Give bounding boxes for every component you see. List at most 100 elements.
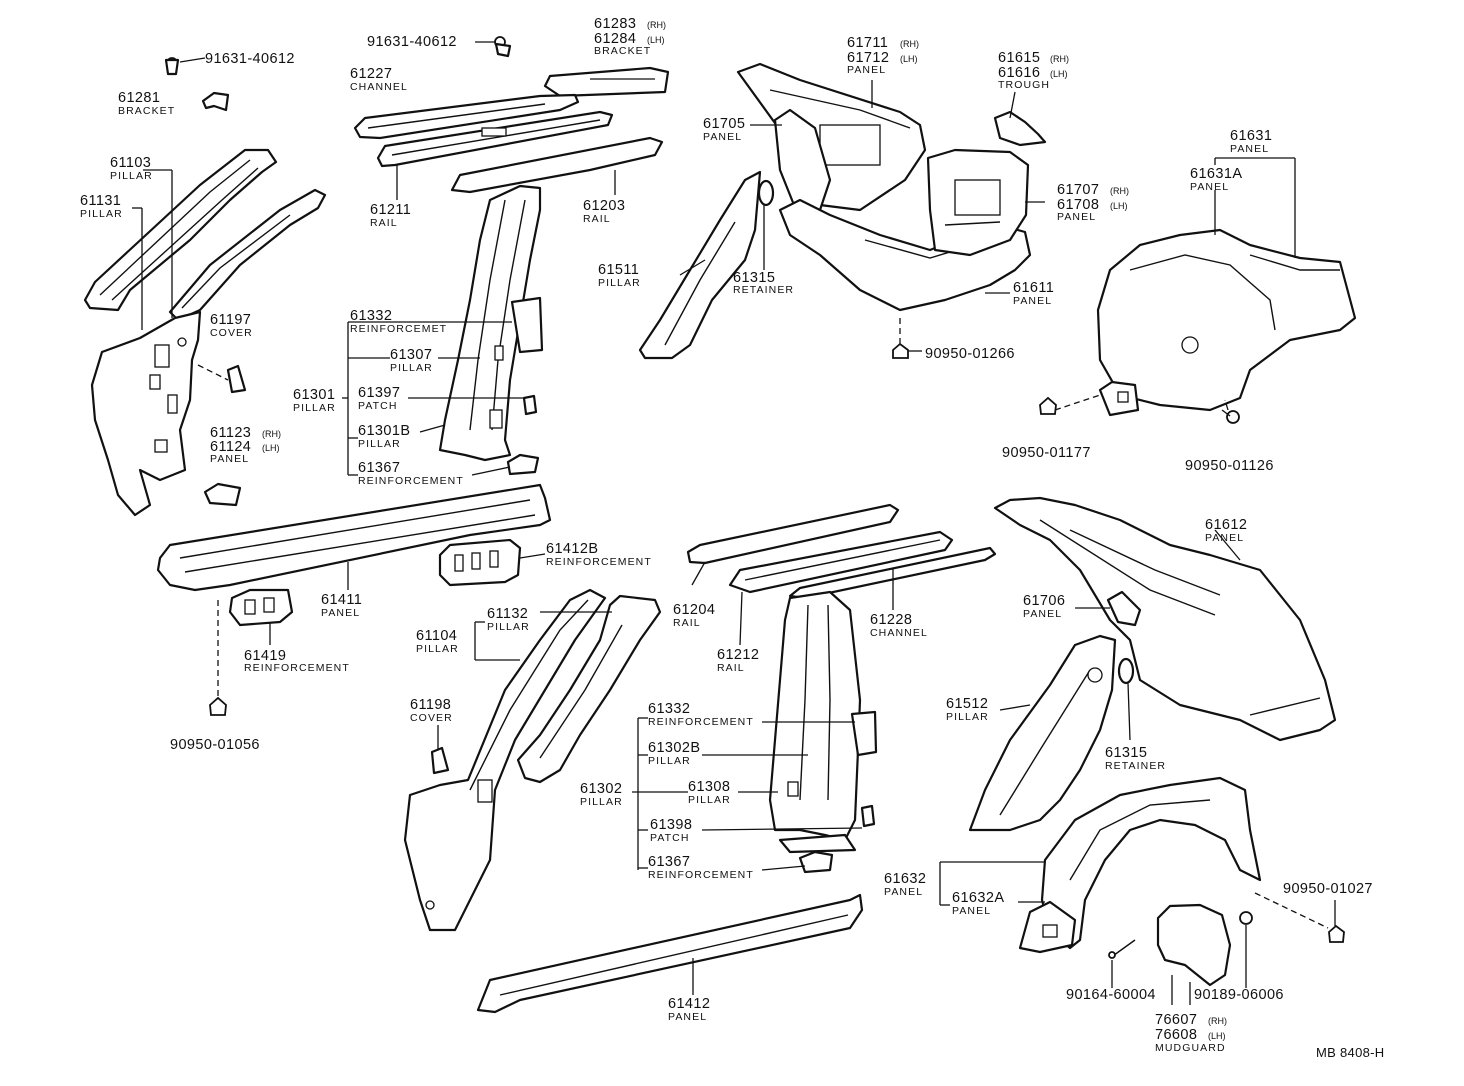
callout-61398: 61398 PATCH — [650, 817, 692, 844]
svg-text:BRACKET: BRACKET — [594, 45, 651, 57]
svg-text:61412: 61412 — [668, 996, 710, 1012]
panel-61123-large-shape — [90, 310, 202, 517]
svg-text:61132: 61132 — [487, 606, 528, 622]
svg-text:90950-01266: 90950-01266 — [925, 346, 1015, 362]
callout-91631-40612-left: 91631-40612 — [205, 51, 295, 67]
svg-text:61712: 61712 — [847, 50, 889, 66]
svg-text:61611: 61611 — [1013, 280, 1054, 296]
channel-61227-shape — [353, 93, 580, 140]
mudguard-76607-shape — [1156, 903, 1232, 987]
callout-61412b: 61412B REINFORCEMENT — [546, 541, 651, 568]
svg-text:REINFORCEMENT: REINFORCEMENT — [244, 662, 350, 674]
callout-61397: 61397 PATCH — [358, 385, 400, 412]
svg-text:61302: 61302 — [580, 781, 622, 797]
callout-61631: 61631 PANEL — [1230, 128, 1272, 155]
callout-61707: 61707 (RH) 61708 (LH) PANEL — [1057, 182, 1129, 223]
callout-90950-01126: 90950-01126 — [1185, 458, 1274, 474]
callout-61197: 61197 COVER — [210, 312, 252, 339]
svg-text:61204: 61204 — [673, 602, 715, 618]
svg-text:TROUGH: TROUGH — [998, 79, 1050, 91]
svg-text:61367: 61367 — [358, 460, 400, 476]
svg-text:61197: 61197 — [210, 312, 251, 328]
svg-text:61203: 61203 — [583, 198, 625, 214]
callout-90164-60004: 90164-60004 — [1066, 987, 1155, 1003]
svg-text:(LH): (LH) — [647, 35, 665, 45]
svg-text:PANEL: PANEL — [321, 607, 360, 619]
svg-text:PANEL: PANEL — [210, 453, 249, 465]
panel-61631-shape — [1096, 228, 1357, 412]
callout-61104: 61104 PILLAR — [416, 628, 459, 655]
callout-61412: 61412 PANEL — [668, 996, 710, 1023]
callout-61307: 61307 PILLAR — [390, 347, 432, 374]
callout-61367-top: 61367 REINFORCEMENT — [358, 460, 464, 487]
svg-text:90950-01126: 90950-01126 — [1185, 458, 1274, 474]
callout-61315-bottom: 61315 RETAINER — [1105, 745, 1165, 772]
patch-61398-shape — [860, 804, 876, 828]
svg-text:PANEL: PANEL — [1013, 295, 1052, 307]
svg-text:PILLAR: PILLAR — [416, 643, 459, 655]
panel-61632-shape — [1040, 776, 1262, 950]
callout-61204: 61204 RAIL — [673, 602, 715, 629]
callout-61198: 61198 COVER — [410, 697, 452, 724]
svg-text:91631-40612: 91631-40612 — [205, 51, 295, 67]
svg-text:76608: 76608 — [1155, 1027, 1197, 1043]
panel-61123-small-shape — [203, 482, 242, 507]
panel-61631a-shape — [1098, 380, 1140, 417]
svg-text:61397: 61397 — [358, 385, 400, 401]
screw-90950-01126 — [1221, 409, 1240, 424]
pillar-61104-shape — [403, 588, 607, 932]
svg-text:PILLAR: PILLAR — [648, 755, 691, 767]
panel-61612-shape — [993, 496, 1337, 742]
svg-text:90950-01177: 90950-01177 — [1002, 445, 1091, 461]
callout-61367-bottom: 61367 REINFORCEMENT — [648, 854, 753, 881]
svg-text:61706: 61706 — [1023, 593, 1065, 609]
svg-text:PILLAR: PILLAR — [293, 402, 336, 414]
svg-text:RAIL: RAIL — [673, 617, 701, 629]
callout-61419: 61419 REINFORCEMENT — [244, 648, 350, 674]
reinforcement-61412b-shape — [438, 538, 522, 587]
svg-text:RETAINER: RETAINER — [733, 284, 794, 296]
pillar-61512-shape — [968, 634, 1117, 832]
callout-61132: 61132 PILLAR — [487, 606, 530, 633]
panel-61707-shape — [926, 148, 1030, 257]
svg-text:61631: 61631 — [1230, 128, 1272, 144]
svg-text:CHANNEL: CHANNEL — [870, 627, 928, 639]
callout-61511: 61511 PILLAR — [598, 262, 640, 289]
callout-90950-01027: 90950-01027 — [1283, 881, 1372, 897]
panel-61705-shape — [773, 108, 832, 222]
panel-61411-shape — [156, 483, 552, 592]
svg-text:MUDGUARD: MUDGUARD — [1155, 1042, 1226, 1054]
svg-text:REINFORCEMENT: REINFORCEMENT — [358, 475, 464, 487]
svg-text:REINFORCEMENT: REINFORCEMENT — [648, 716, 754, 728]
part-shapes — [83, 36, 1357, 1014]
reinforcement-61367-bottom-shape — [798, 850, 834, 874]
svg-text:PANEL: PANEL — [1023, 608, 1062, 620]
screw-90164-60004 — [1108, 939, 1136, 959]
trough-61615-shape — [993, 110, 1047, 147]
reinforcement-61332-top-shape — [510, 296, 544, 354]
svg-text:(RH): (RH) — [1208, 1016, 1227, 1026]
callout-61308: 61308 PILLAR — [688, 779, 730, 806]
callout-61123: 61123 (RH) 61124 (LH) PANEL — [210, 425, 281, 465]
svg-text:PILLAR: PILLAR — [487, 621, 530, 633]
svg-text:PANEL: PANEL — [1230, 143, 1269, 155]
svg-text:PATCH: PATCH — [358, 400, 398, 412]
svg-text:61632: 61632 — [884, 871, 926, 887]
bracket-61283-shape — [543, 66, 670, 98]
callout-61411: 61411 PANEL — [321, 592, 362, 619]
callout-61711: 61711 (RH) 61712 (LH) PANEL — [847, 35, 919, 76]
clip-90189-06006 — [1239, 911, 1253, 925]
svg-text:CHANNEL: CHANNEL — [350, 81, 408, 93]
rail-61203-shape — [450, 136, 664, 194]
svg-text:61332: 61332 — [350, 308, 392, 324]
callout-90950-01177: 90950-01177 — [1002, 445, 1091, 461]
svg-text:61104: 61104 — [416, 628, 457, 644]
svg-text:61281: 61281 — [118, 90, 160, 106]
svg-text:RAIL: RAIL — [370, 217, 398, 229]
callout-61103: 61103 PILLAR — [110, 155, 152, 182]
svg-text:61131: 61131 — [80, 193, 121, 209]
callout-61227: 61227 CHANNEL — [350, 66, 408, 93]
svg-text:(RH): (RH) — [900, 39, 919, 49]
callout-61615: 61615 (RH) 61616 (LH) TROUGH — [998, 50, 1069, 91]
svg-text:PANEL: PANEL — [1057, 211, 1096, 223]
